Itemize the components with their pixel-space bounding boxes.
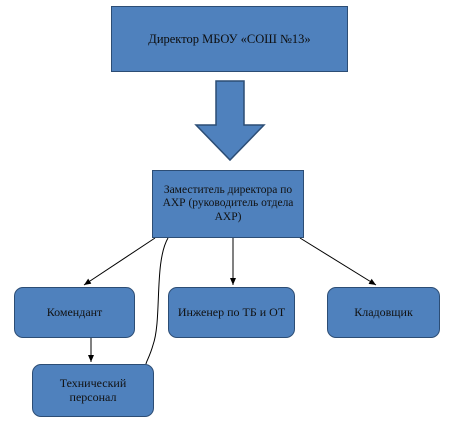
engineer-box: Инженер по ТБ и ОТ bbox=[168, 287, 295, 338]
connector-deputy-to-commandant bbox=[83, 237, 156, 286]
commandant-box: Комендант bbox=[14, 287, 135, 338]
storekeeper-label: Кладовщик bbox=[354, 304, 413, 319]
technical-staff-box: Технический персонал bbox=[32, 364, 154, 417]
engineer-label: Инженер по ТБ и ОТ bbox=[177, 304, 286, 319]
technical-staff-label: Технический персонал bbox=[59, 375, 127, 404]
connector-deputy-to-technical-staff bbox=[145, 237, 169, 365]
deputy-director-box: Заместитель директора по АХР (руководите… bbox=[152, 170, 304, 238]
deputy-director-label: Заместитель директора по АХР (руководите… bbox=[162, 184, 294, 223]
connector-deputy-to-storekeeper bbox=[299, 237, 377, 286]
block-arrow-director-to-deputy bbox=[194, 80, 266, 162]
director-box: Директор МБОУ «СОШ №13» bbox=[111, 6, 348, 72]
director-label: Директор МБОУ «СОШ №13» bbox=[148, 31, 311, 46]
storekeeper-box: Кладовщик bbox=[327, 287, 440, 338]
commandant-label: Комендант bbox=[46, 304, 103, 319]
